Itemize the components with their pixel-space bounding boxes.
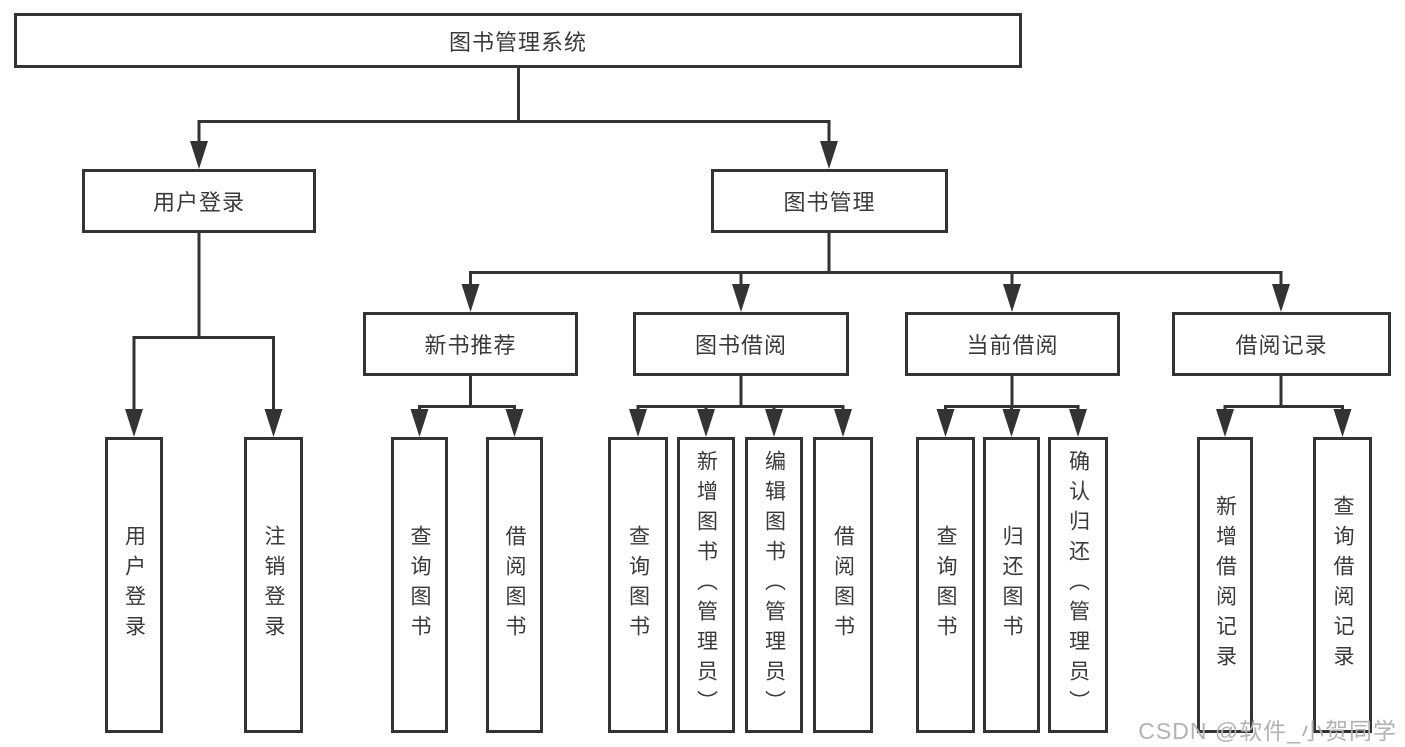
leaf-query-borrow-record: 查询借阅记录 [1313, 437, 1372, 733]
leaf-recommend-query-book: 查询图书 [391, 437, 448, 733]
node-borrowing-records: 借阅记录 [1172, 312, 1391, 376]
leaf-user-login: 用户登录 [105, 437, 163, 733]
leaf-borrow-book: 借阅图书 [813, 437, 873, 733]
leaf-current-query-book: 查询图书 [916, 437, 975, 733]
leaf-confirm-return-admin: 确认归还（管理员） [1048, 437, 1108, 733]
arrowheads [125, 141, 1352, 437]
leaf-edit-book-admin: 编辑图书（管理员） [745, 437, 803, 733]
csdn-watermark: CSDN @软件_小贺同学 [1138, 718, 1397, 744]
node-current-borrowing: 当前借阅 [905, 312, 1120, 376]
leaf-add-book-admin: 新增图书（管理员） [677, 437, 735, 733]
node-book-borrowing: 图书借阅 [633, 312, 849, 376]
node-user-login: 用户登录 [82, 169, 316, 233]
leaf-borrowing-query-book: 查询图书 [608, 437, 668, 733]
leaf-return-book: 归还图书 [983, 437, 1040, 733]
leaf-logout: 注销登录 [244, 437, 303, 733]
node-root-library-system: 图书管理系统 [14, 13, 1022, 68]
leaf-recommend-borrow-book: 借阅图书 [486, 437, 543, 733]
node-new-book-recommendation: 新书推荐 [363, 312, 578, 376]
leaf-add-borrow-record: 新增借阅记录 [1197, 437, 1253, 733]
node-book-management: 图书管理 [711, 169, 948, 233]
